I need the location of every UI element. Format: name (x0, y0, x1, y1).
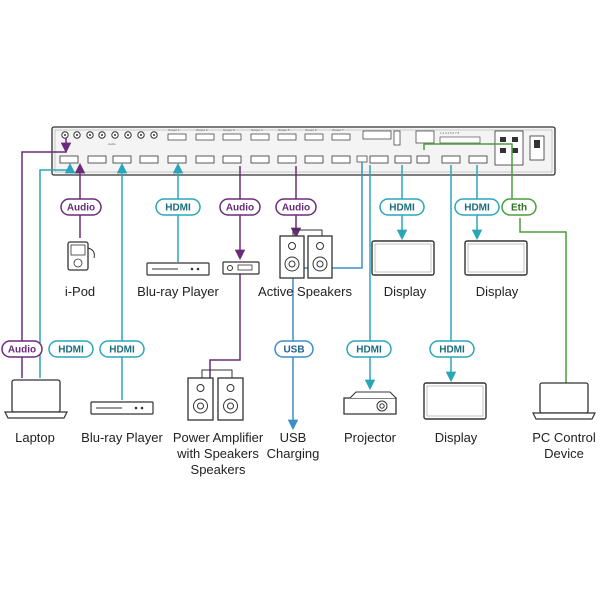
power-section (494, 130, 545, 166)
output-label: Output 4 (251, 128, 263, 132)
svg-text:HDMI: HDMI (389, 203, 415, 214)
label-display3: Display (435, 430, 478, 445)
svg-text:Audio: Audio (67, 203, 95, 214)
output-abc-ports (416, 155, 488, 164)
svg-text:HDMI: HDMI (464, 203, 490, 214)
pill-hdmi-display2: HDMI (454, 198, 500, 216)
cable-laptop-hdmi (39, 162, 76, 378)
output-label: Output 7 (332, 128, 344, 132)
projector-icon (343, 391, 397, 415)
label-amp-line2: with Speakers (176, 446, 259, 461)
label-projector: Projector (344, 430, 397, 445)
label-amp-line1: Power Amplifier (173, 430, 264, 445)
pill-hdmi-projector: HDMI (346, 340, 392, 358)
svg-text:Audio: Audio (226, 203, 254, 214)
pc-laptop-icon (532, 382, 596, 420)
pill-eth: Eth (501, 198, 537, 216)
pill-hdmi-bluray-top: HDMI (155, 198, 201, 216)
display-icon (464, 240, 528, 276)
label-usb-line2: Charging (267, 446, 320, 461)
ipod-icon (67, 241, 95, 271)
input-hdmi-ports (59, 155, 351, 164)
bluray-player-icon (90, 401, 154, 415)
pill-hdmi-bluray-bottom: HDMI (99, 340, 145, 358)
label-laptop: Laptop (15, 430, 55, 445)
control-block: 1 2 3 4 5 6 7 8 (356, 130, 481, 164)
svg-text:Audio: Audio (282, 203, 310, 214)
label-display1: Display (384, 284, 427, 299)
pill-hdmi-display3: HDMI (429, 340, 475, 358)
svg-text:HDMI: HDMI (109, 345, 135, 356)
label-bluray-top: Blu-ray Player (137, 284, 219, 299)
pill-hdmi-laptop: HDMI (48, 340, 94, 358)
pill-audio-active: Audio (275, 198, 317, 216)
svg-text:HDMI: HDMI (439, 345, 465, 356)
svg-text:Audio: Audio (8, 345, 36, 356)
cable-laptop-audio (21, 138, 72, 378)
output-label: Output 5 (278, 128, 290, 132)
active-speakers-icon (279, 229, 333, 279)
svg-text:HDMI: HDMI (356, 345, 382, 356)
label-active-speakers: Active Speakers (258, 284, 352, 299)
pill-usb: USB (274, 340, 314, 358)
output-label: Output 6 (305, 128, 317, 132)
output-label: Output 1 (168, 128, 180, 132)
output-label: Output 2 (196, 128, 208, 132)
audio-header-label: Audio (108, 142, 116, 146)
svg-text:HDMI: HDMI (58, 345, 84, 356)
svg-text:USB: USB (283, 345, 304, 356)
output-hdmi-row: Output 1 Output 2 Output 3 Output 4 Outp… (167, 128, 351, 141)
label-ipod: i-Pod (65, 284, 95, 299)
pill-audio-amp: Audio (219, 198, 261, 216)
passive-speakers-icon (187, 369, 244, 421)
audio-jacks: Audio (61, 131, 158, 146)
device-rear-panel: Audio Output 1 Output 2 Ou (51, 126, 556, 176)
pill-audio-laptop: Audio (1, 340, 43, 358)
pill-hdmi-display1: HDMI (379, 198, 425, 216)
label-amp-line3: Speakers (191, 462, 246, 477)
laptop-icon (4, 379, 68, 419)
label-usb-line1: USB (280, 430, 307, 445)
svg-text:Eth: Eth (511, 203, 527, 214)
output-label: Output 3 (223, 128, 235, 132)
label-display2: Display (476, 284, 519, 299)
display-icon (371, 240, 435, 276)
label-bluray-bottom: Blu-ray Player (81, 430, 163, 445)
svg-text:HDMI: HDMI (165, 203, 191, 214)
label-pc-line1: PC Control (532, 430, 596, 445)
label-pc-line2: Device (544, 446, 584, 461)
display-icon (423, 382, 487, 420)
pill-audio-ipod: Audio (60, 198, 102, 216)
cable-ethernet (423, 143, 567, 388)
dip-labels: 1 2 3 4 5 6 7 8 (440, 131, 460, 135)
amplifier-icon (222, 261, 260, 275)
bluray-player-icon (146, 262, 210, 276)
